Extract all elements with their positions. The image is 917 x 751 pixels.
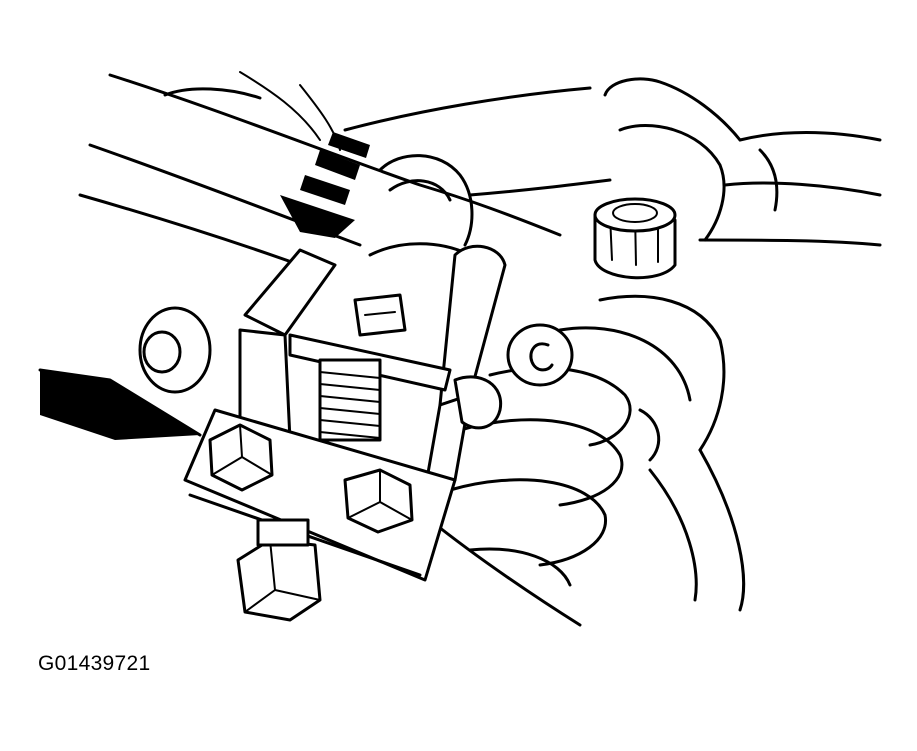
arrow-upper-pointer: [280, 132, 370, 238]
tie-rod-end: [603, 77, 882, 247]
frame-bushing: [138, 306, 212, 394]
coil-spring: [428, 294, 746, 627]
ball-joint-stud-eye: [506, 323, 574, 387]
ball-joint-separator-tool: [183, 244, 507, 622]
arrow-lower-pointer: [38, 368, 202, 440]
upper-ball-joint-housing: [368, 154, 474, 257]
tie-rod-nut: [593, 197, 677, 280]
figure-code: G01439721: [38, 652, 151, 675]
upper-control-arm: [78, 71, 612, 267]
